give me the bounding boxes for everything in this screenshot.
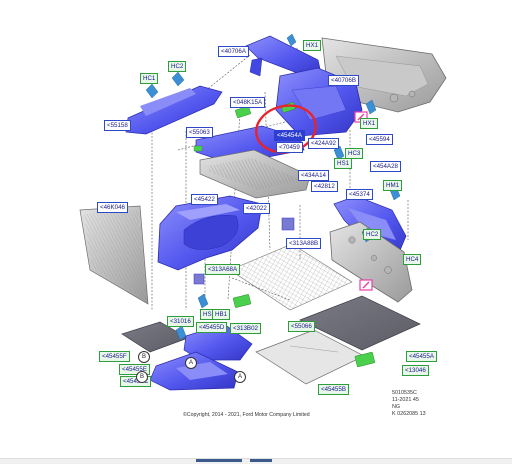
copyright-text: ©Copyright, 2014 - 2021, Ford Motor Comp… [183,412,310,418]
callout-label-l45454a[interactable]: <45454A [274,130,305,141]
callout-label-l42812[interactable]: <42812 [311,181,338,192]
callout-label-l313a88b[interactable]: <313A88B [286,238,322,249]
callout-label-lhc1[interactable]: HC1 [140,73,159,84]
callout-label-l313b02[interactable]: <313B02 [230,323,261,334]
callout-label-lhc4[interactable]: HC4 [403,254,422,265]
view-circle-cb1: B [138,351,150,363]
callout-label-l45422[interactable]: <45422 [191,194,218,205]
callout-label-l45455f[interactable]: <45455F [99,351,130,362]
scroll-thumb-left[interactable] [196,459,242,462]
callout-label-l55158[interactable]: <55158 [104,120,131,131]
viewer-bottom-bar [0,458,512,464]
callout-label-l45455e[interactable]: <45455E [119,364,150,375]
view-circle-ca2: A [234,371,246,383]
right-trim-panel-grey [329,221,413,303]
meta-line: 11-2021 45 [392,397,419,403]
small-clip-parts [145,33,401,368]
callout-label-l70459[interactable]: <70459 [276,142,303,153]
callout-label-lhx1b[interactable]: HX1 [360,118,379,129]
callout-label-l45455b[interactable]: <45455B [318,384,349,395]
shelf-panel-grey [199,149,311,199]
wheelarch-trim-panel [157,195,263,271]
callout-label-lhc2b[interactable]: HC2 [363,229,382,240]
drawing-reference: 5010535C 11-2021 45 NG K 0262085 13 [392,390,426,418]
callout-label-l45455a[interactable]: <45455A [406,351,437,362]
callout-label-lhb1[interactable]: HB1 [212,309,231,320]
callout-label-l55066[interactable]: <55066 [288,321,315,332]
cargo-blind-grey [79,205,149,305]
callout-label-lhx1a[interactable]: HX1 [303,40,322,51]
callout-label-l424a92[interactable]: <424A92 [308,138,339,149]
callout-label-l45455d[interactable]: <45455D [196,322,228,333]
side-rail-left [125,85,223,135]
callout-label-l55063[interactable]: <55063 [186,127,213,138]
callout-label-l45594[interactable]: <45594 [366,134,393,145]
pink-marker-icons [354,111,373,291]
cargo-net [229,243,353,311]
scroll-thumb-right[interactable] [250,459,272,462]
callout-label-l46k046[interactable]: <46K046 [97,202,128,213]
callout-label-l454a28[interactable]: <454A28 [370,161,401,172]
meta-line: 5010535C [392,390,417,396]
callout-label-lhs1[interactable]: HS1 [334,158,353,169]
floor-mat-right [299,295,421,351]
view-circle-cb2: B [136,371,148,383]
callout-label-l42022[interactable]: <42022 [243,203,270,214]
callout-label-l40706a[interactable]: <40706A [218,46,249,57]
callout-label-l40706b[interactable]: <40706B [328,75,359,86]
callout-label-l13046[interactable]: <13046 [402,365,429,376]
callout-label-l31016[interactable]: <31016 [167,316,194,327]
callout-label-l45374[interactable]: <45374 [346,189,373,200]
callout-label-lhm1[interactable]: HM1 [383,180,403,191]
meta-line: K 0262085 13 [392,411,426,417]
callout-label-l45455c[interactable]: <45455C [120,376,152,387]
view-circle-ca1: A [185,357,197,369]
callout-label-lhc2[interactable]: HC2 [168,61,187,72]
callout-label-l313a68a[interactable]: <313A68A [205,264,241,275]
callout-label-l434a14[interactable]: <434A14 [298,170,329,181]
meta-line: NG [392,404,401,410]
callout-label-lhc3[interactable]: HC3 [345,148,364,159]
callout-label-l048k15a[interactable]: <048K15A [230,97,266,108]
